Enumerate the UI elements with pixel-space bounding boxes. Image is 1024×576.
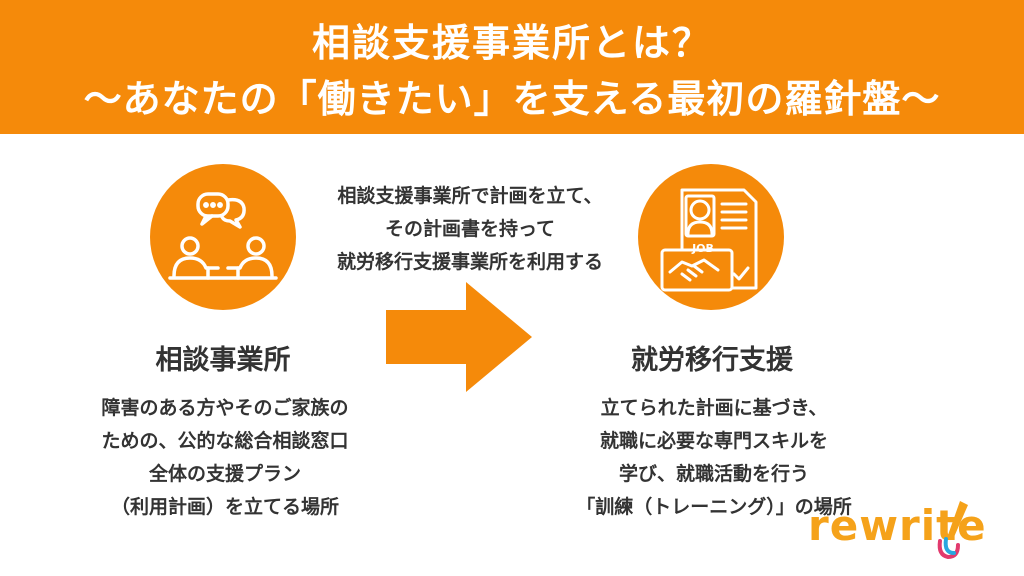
job-handshake-icon: [660, 188, 758, 292]
left-description: 障害のある方やそのご家族の ための、公的な総合相談窓口 全体の支援プラン （利用…: [60, 392, 390, 524]
left-desc-line-2: ための、公的な総合相談窓口: [101, 430, 349, 452]
rewrite-logo: rewrite: [808, 495, 1008, 565]
right-arrow-icon: [386, 282, 532, 392]
flow-line-1: 相談支援事業所で計画を立て、: [337, 185, 603, 207]
left-title: 相談事業所: [155, 345, 291, 376]
job-circle: JOB: [638, 164, 784, 310]
consultation-people-icon: [168, 192, 278, 280]
right-desc-line-3: 学び、就職活動を行う: [618, 463, 809, 485]
right-title: 就労移行支援: [631, 345, 793, 376]
flow-line-3: 就労移行支援事業所を利用する: [336, 251, 603, 273]
right-description: 立てられた計画に基づき、 就職に必要な専門スキルを 学び、就職活動を行う 「訓練…: [540, 392, 888, 524]
left-desc-line-4: （利用計画）を立てる場所: [110, 496, 339, 518]
page-subtitle: 〜あなたの「働きたい」を支える最初の羅針盤〜: [83, 77, 941, 121]
left-desc-line-1: 障害のある方やそのご家族の: [101, 397, 349, 419]
header-banner: 相談支援事業所とは？ 〜あなたの「働きたい」を支える最初の羅針盤〜: [0, 0, 1024, 134]
job-badge-label: JOB: [692, 242, 714, 255]
consultation-circle: [150, 164, 296, 310]
right-desc-line-4: 「訓練（トレーニング）」の場所: [576, 496, 852, 518]
flow-explanation: 相談支援事業所で計画を立て、 その計画書を持って 就労移行支援事業所を利用する: [300, 180, 640, 279]
left-desc-line-3: 全体の支援プラン: [148, 463, 301, 485]
pencil-icon: [937, 501, 968, 560]
flow-line-2: その計画書を持って: [384, 218, 556, 240]
right-desc-line-2: 就職に必要な専門スキルを: [599, 430, 828, 452]
right-desc-line-1: 立てられた計画に基づき、: [600, 397, 828, 419]
page-title: 相談支援事業所とは？: [311, 21, 712, 65]
